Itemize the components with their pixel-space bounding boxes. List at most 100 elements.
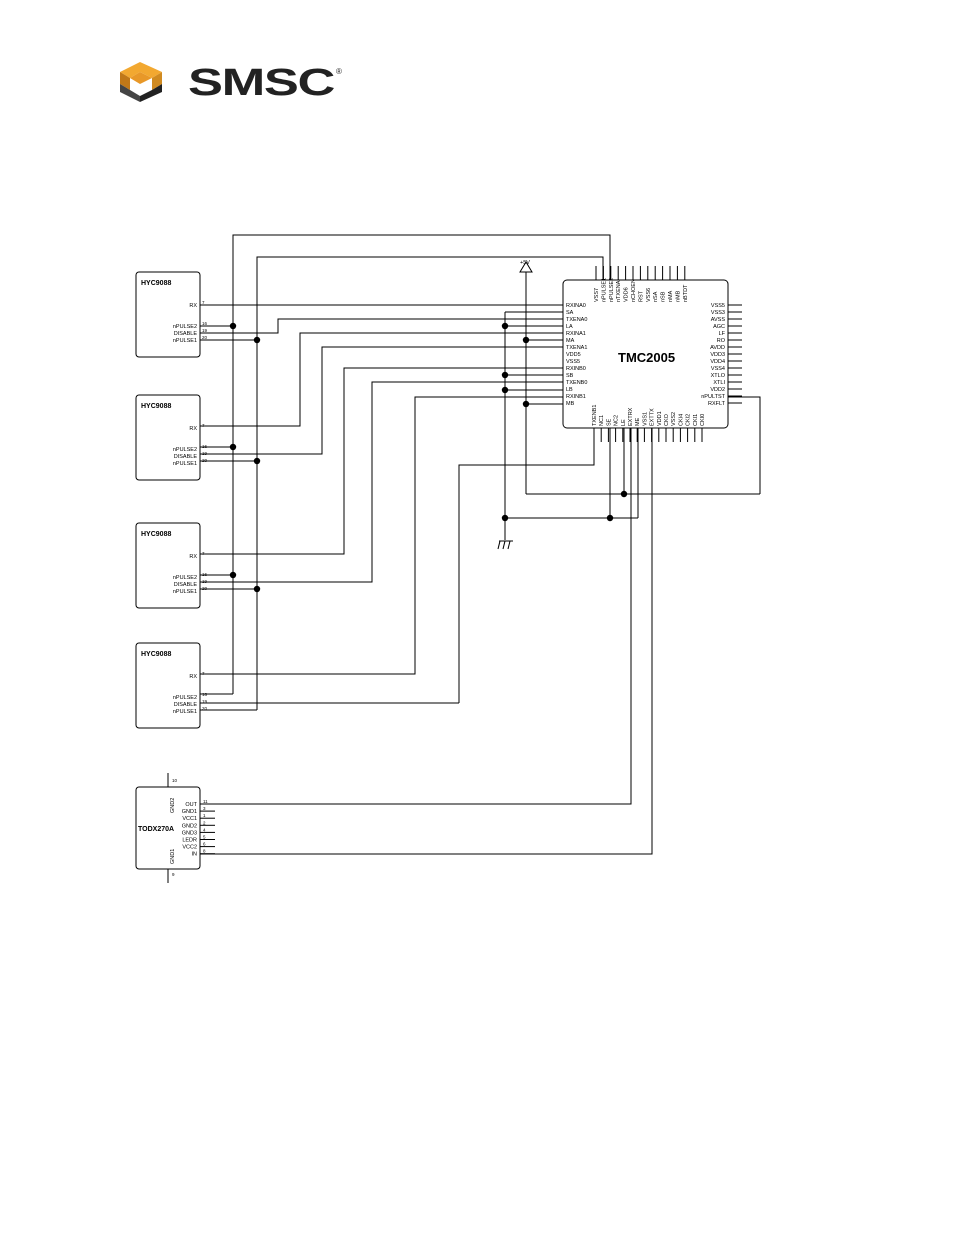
ic-left-pin-label: VDD5 [566,352,581,358]
hyc-pin-label: nPULSE1 [173,338,197,344]
ic-bottom-pin-label: TXENB1 [592,405,598,426]
ic-left-pin-label: VSS5 [566,359,580,365]
hyc-pin-label: nPULSE1 [173,709,197,715]
ic-left-pin-label: RXINB0 [566,366,586,372]
ic-right-pin-label: AVDD [710,345,725,351]
ic-left-pin-label: RXINB1 [566,394,586,400]
hyc9088-label: HYC9088 [141,651,171,658]
ic-top-pin-label: nPULSE1 [601,278,607,302]
ic-right-pin-label: LF [719,331,726,337]
tmc2005-label: TMC2005 [618,350,675,365]
ic-right-pin-label: nPULTST [701,394,725,400]
todx-pin-number: 6 [203,842,206,847]
hyc-pin-number: 19 [202,328,208,333]
ic-bottom-pin-label: NC1 [599,415,605,426]
hyc-pin-label: nPULSE1 [173,461,197,467]
ic-top-pin-label: nMA [668,290,674,302]
todx-pin-label: GND2 [182,823,197,829]
ic-top-pin-label: nTXENA [616,280,622,302]
todx-side-label: GND1 [170,849,176,864]
ic-left-pin-label: TXENA1 [566,345,587,351]
ic-right-pin-label: AVSS [711,317,726,323]
hyc-pin-label: nPULSE2 [173,324,197,330]
ic-right-pin-label: VSS5 [711,303,725,309]
hyc-pin-label: nPULSE1 [173,589,197,595]
ic-bottom-pin-label: CKI0 [700,414,706,426]
smsc-logo: SMSC ® [120,62,342,104]
ic-right-pin-label: XTLI [713,380,725,386]
hyc-pin-number: 16 [202,321,208,326]
ic-right-pin-label: VDD2 [710,387,725,393]
logo-text: SMSC [188,62,335,104]
ic-left-pin-label: MA [566,338,575,344]
ic-bottom-pin-label: CKO [664,413,670,426]
hyc-pin-number: 20 [202,706,208,711]
ic-bottom-pin-label: ME [635,417,641,426]
todx-pin-number: 11 [203,799,208,804]
ic-top-pin-label: RST [638,290,644,302]
ic-left-pin-label: SB [566,373,574,379]
todx-pin-number: 5 [203,835,206,840]
ic-left-pin-label: LB [566,387,573,393]
vcc-label: +5V [520,260,530,266]
ic-bottom-pin-label: LE [621,419,627,426]
hyc-pin-label: DISABLE [174,454,198,460]
wires [200,234,761,855]
ground-symbol [497,518,513,550]
ic-left-pin-label: MB [566,401,575,407]
ic-bottom-pin-label: VSS1 [642,412,648,426]
ic-right-pin-label: RO [717,338,726,344]
todx-pin-number: 8 [203,849,206,854]
ic-right-pin-label: XTLO [711,373,726,379]
todx-pin-number: 1 [203,813,206,818]
hyc-pin-label: nPULSE2 [173,447,197,453]
hyc-pin-label: RX [189,674,197,680]
hyc-pin-label: RX [189,303,197,309]
ic-bottom-pin-label: VSS2 [671,412,677,426]
ic-left-pin-label: RXINA0 [566,303,586,309]
todx-pin-label: IN [192,852,198,858]
ic-right-pin-label: VDD3 [710,352,725,358]
ic-bottom-pin-label: CKI4 [678,414,684,426]
hyc9088-label: HYC9088 [141,280,171,287]
todx-pin-label: OUT [185,802,197,808]
vcc-symbol: +5V [519,260,533,494]
ic-right-pin-label: VSS3 [711,310,725,316]
ic-right-pin-label: AGC [713,324,725,330]
junction-dots [229,322,628,593]
hyc9088-label: HYC9088 [141,403,171,410]
ic-left-pin-label: TXENA0 [566,317,587,323]
hyc-pin-label: RX [189,554,197,560]
hyc-pin-label: DISABLE [174,331,198,337]
hyc-pin-label: RX [189,426,197,432]
hyc-pin-number: 7 [202,300,205,305]
todx-pin-number: 4 [203,827,206,832]
todx-pin-label: VCC1 [182,816,197,822]
ic-top-pin-label: nBTDT [683,284,689,302]
ic-top-pin-label: nPULSE2 [609,278,615,302]
ic-left-pin-label: SA [566,310,574,316]
ic-top-pin-label: VSS6 [646,288,652,302]
hyc-pin-number: 20 [202,335,208,340]
todx270a-label: TODX270A [138,826,174,833]
ic-right-pin-label: VDD4 [710,359,725,365]
ic-top-pin-label: nSA [653,291,659,302]
todx-pin-label: VCC2 [182,845,197,851]
ic-bottom-pin-label: NC2 [614,415,620,426]
hyc9088-label: HYC9088 [141,531,171,538]
ic-right-pin-label: RXFLT [708,401,726,407]
ic-top-pin-label: nSB [661,291,667,302]
todx-end-pin: 9 [172,872,175,877]
todx-pin-number: 2 [203,820,206,825]
ic-top-pin-label: nCHOEN [631,279,637,302]
todx-pin-label: LEDR [182,838,197,844]
todx-side-label: GND2 [170,798,176,813]
ic-right-pin-label: VSS4 [711,366,725,372]
hyc-pin-label: DISABLE [174,582,198,588]
hyc-pin-number: 19 [202,699,208,704]
hyc-pin-label: DISABLE [174,702,198,708]
ic-top-pin-label: VDD6 [624,287,630,302]
